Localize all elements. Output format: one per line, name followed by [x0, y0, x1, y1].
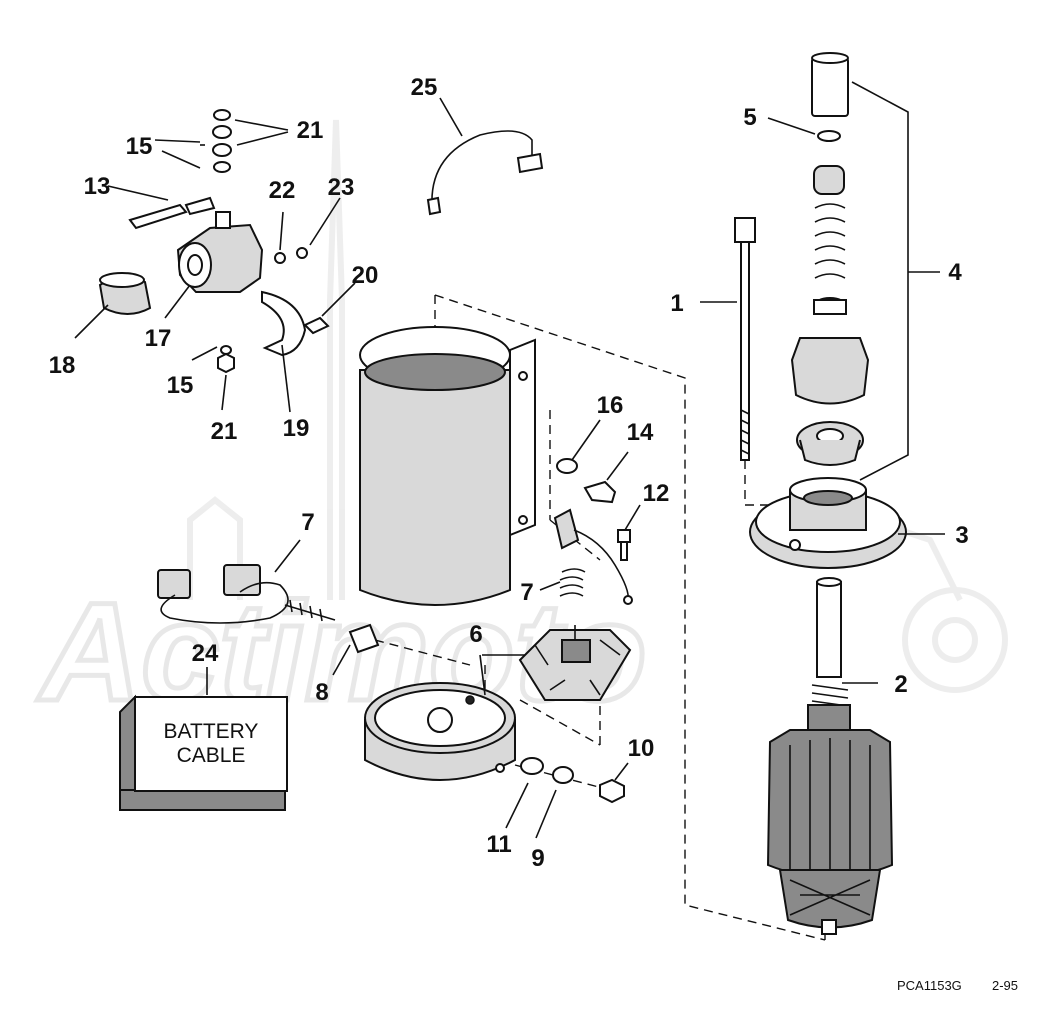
brush-spring-parts: [157, 508, 633, 624]
armature-part: [766, 577, 894, 935]
callout-12: 12: [643, 480, 670, 507]
drive-end-cap-part: [749, 477, 907, 569]
through-bolt-part: [734, 217, 756, 461]
callout-1: 1: [670, 290, 683, 317]
callout-21-lower: 21: [211, 418, 238, 445]
callout-17: 17: [145, 325, 172, 352]
ground-wire-part: [426, 130, 544, 216]
callout-leader-lines: [74, 81, 945, 839]
callout-11: 11: [486, 831, 511, 858]
callout-4: 4: [948, 259, 962, 286]
brush-holder-part: [518, 625, 632, 701]
drive-kit-stack: [790, 52, 870, 466]
callout-19: 19: [283, 415, 310, 442]
brush-holder-dashed-line: [374, 639, 471, 666]
callout-20: 20: [352, 262, 379, 289]
callout-14: 14: [627, 419, 654, 446]
callout-23: 23: [328, 174, 355, 201]
solenoid-assembly: [98, 109, 330, 374]
callout-15-lower: 15: [167, 372, 194, 399]
callout-8: 8: [315, 679, 328, 706]
battery-cable-label-line2: CABLE: [177, 744, 246, 767]
battery-cable-box: BATTERY CABLE: [119, 694, 288, 811]
footer-code: PCA1153G: [897, 978, 962, 993]
callout-10: 10: [628, 735, 655, 762]
callout-3: 3: [955, 522, 968, 549]
callout-labels: 1 2 3 4 5 6 7 7 8 9 10 11 12 13 14 15 15…: [49, 74, 969, 872]
callout-7-upper: 7: [301, 509, 314, 536]
starter-frame-housing: [359, 326, 536, 606]
callout-13: 13: [84, 173, 111, 200]
callout-5: 5: [743, 104, 756, 131]
callout-7-lower: 7: [520, 579, 533, 606]
callout-16: 16: [597, 392, 624, 419]
callout-22: 22: [269, 177, 296, 204]
commutator-end-cap: [364, 682, 516, 781]
callout-2: 2: [894, 671, 907, 698]
callout-18: 18: [49, 352, 76, 379]
callout-25: 25: [411, 74, 438, 101]
callout-6: 6: [469, 621, 482, 648]
footer: PCA1153G 2-95: [897, 978, 1018, 993]
battery-cable-label-line1: BATTERY: [164, 720, 259, 743]
small-hardware-parts: [348, 458, 631, 804]
callout-15-upper: 15: [126, 133, 153, 160]
callout-21-upper: 21: [297, 117, 324, 144]
callout-9: 9: [531, 845, 544, 872]
footer-date: 2-95: [992, 978, 1018, 993]
callout-24: 24: [192, 640, 219, 667]
